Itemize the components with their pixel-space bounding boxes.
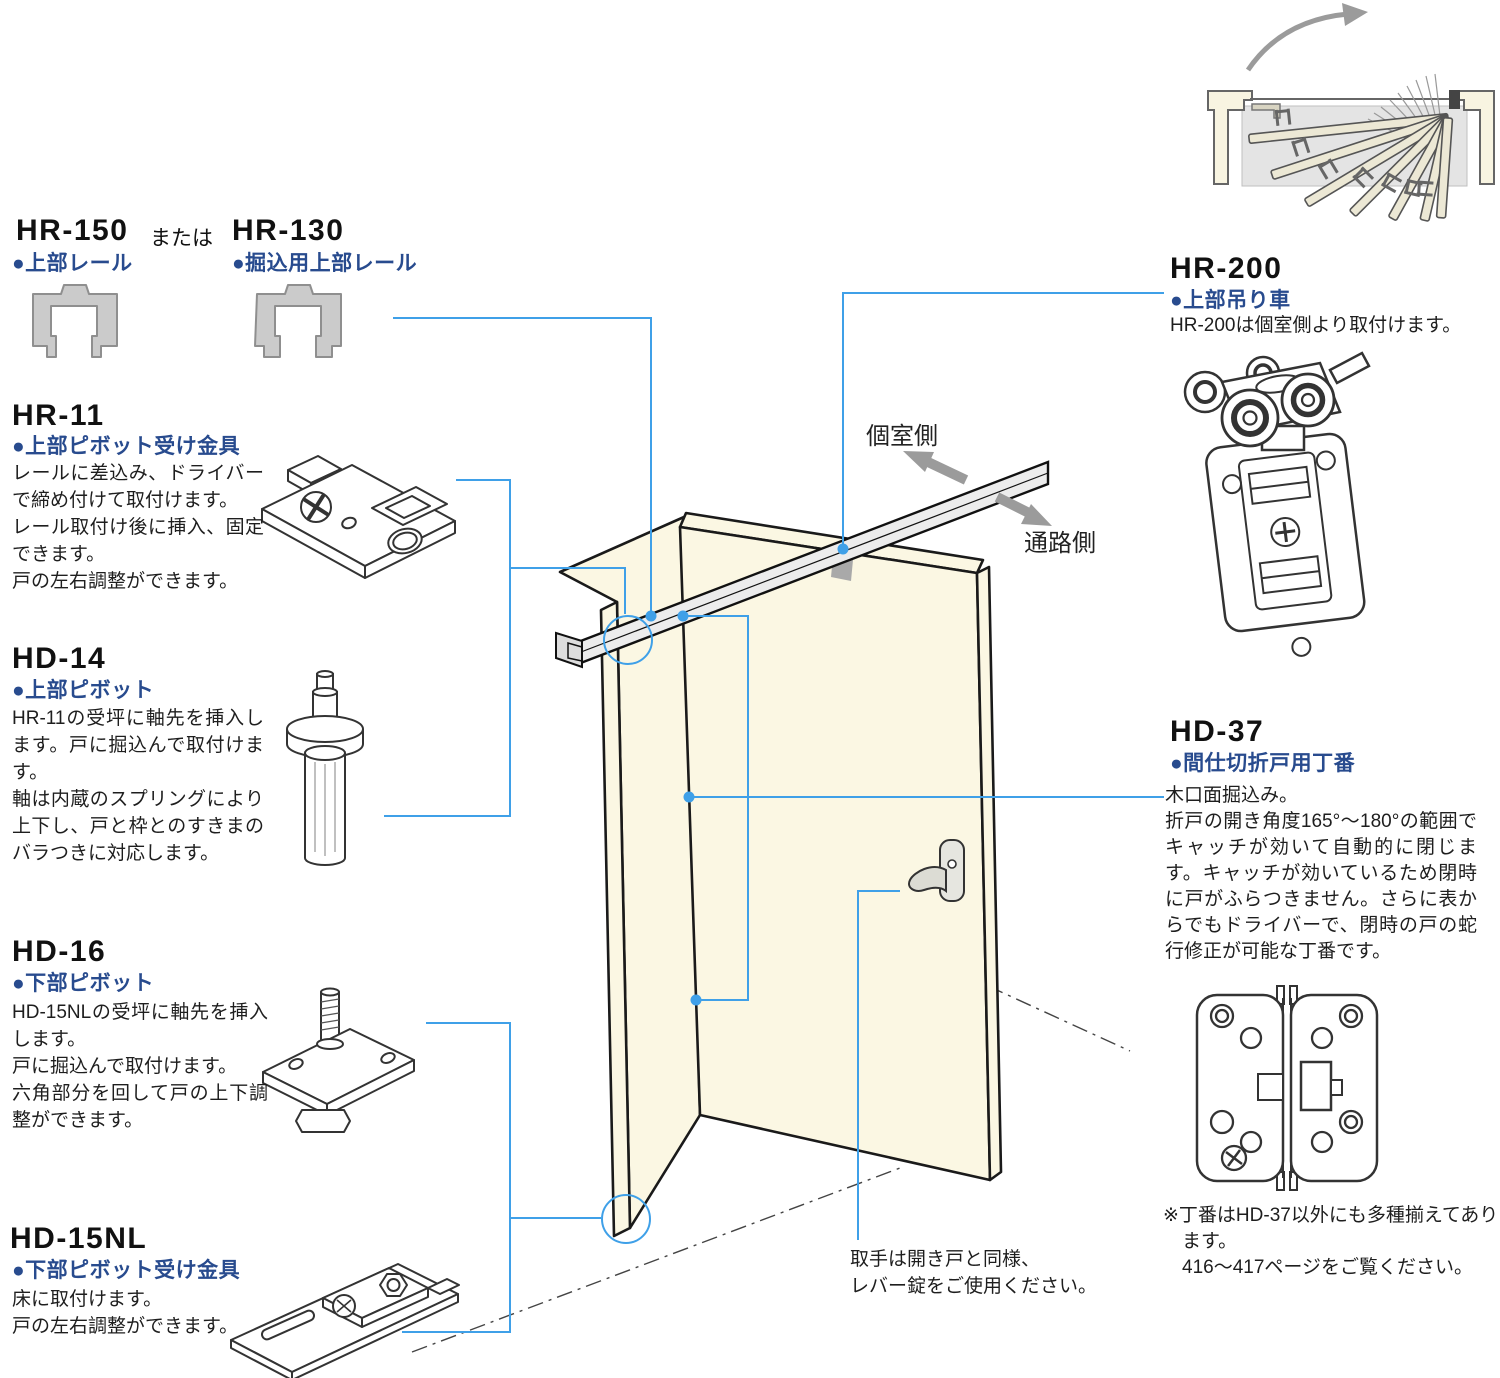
lever-handle xyxy=(908,839,965,902)
part-subtitle-hr200: ●上部吊り車 xyxy=(1170,289,1291,312)
room-side-arrow xyxy=(903,451,969,485)
callout-hr11-hd14 xyxy=(384,479,626,817)
center-lines xyxy=(411,985,1131,1353)
callout-rail-option xyxy=(393,317,652,612)
part-code-hr150: HR-150 xyxy=(16,214,129,247)
part-code-hd15nl: HD-15NL xyxy=(10,1222,148,1255)
part-subtitle-hd14: ●上部ピボット xyxy=(12,679,155,702)
handle-note: 取手は開き戸と同様、 レバー錠をご使用ください。 xyxy=(850,1249,1098,1297)
part-code-hd16: HD-16 xyxy=(12,935,107,968)
part-subtitle-hd37: ●間仕切折戸用丁番 xyxy=(1170,752,1356,775)
corridor-side-label: 通路側 xyxy=(1024,530,1096,557)
callout-hr200 xyxy=(842,292,1164,544)
left-panel-face xyxy=(558,515,702,1230)
left-panel-edge xyxy=(599,600,632,1238)
part-description-hd16: HD-15NLの受坪に軸先を挿入します。 戸に掘込んで取付けます。 六角部分を回… xyxy=(12,1002,268,1131)
part-description-hd15nl: 床に取付けます。 戸の左右調整ができます。 xyxy=(12,1289,239,1337)
hr-200-illustration xyxy=(1183,351,1371,657)
part-code-hr11: HR-11 xyxy=(12,399,105,432)
hd-16-illustration xyxy=(262,987,415,1133)
callout-lines xyxy=(384,292,1164,1333)
part-subtitle-hd15nl: ●下部ピボット受け金具 xyxy=(12,1259,241,1282)
callout-hd16-hd15nl xyxy=(402,1022,601,1333)
part-code-hr200: HR-200 xyxy=(1170,252,1283,285)
room-side-label: 個室側 xyxy=(866,423,938,450)
part-code-hd14: HD-14 xyxy=(12,642,107,675)
door-assembly xyxy=(411,451,1131,1353)
part-subtitle-hr11: ●上部ピボット受け金具 xyxy=(12,435,241,458)
hd-14-illustration xyxy=(286,670,364,866)
part-description-hd37: 木口面掘込み。 折戸の開き角度165°〜180°の範囲でキャッチが効いて自動的に… xyxy=(1165,785,1477,962)
main-panel-right-edge xyxy=(975,565,1003,1182)
part-description-hr200: HR-200は個室側より取付けます。 xyxy=(1170,315,1462,336)
callout-hd37 xyxy=(683,615,1164,1001)
rail-cross-section-hr150 xyxy=(32,284,118,358)
part-code-hd37: HD-37 xyxy=(1170,715,1265,748)
footnote: ※丁番はHD-37以外にも多種揃えてあります。 416〜417ページをご覧くださ… xyxy=(1163,1205,1499,1278)
door-panel-fan xyxy=(1248,108,1454,222)
callout-dots xyxy=(645,543,849,1006)
detail-circle-bottom xyxy=(601,1194,651,1244)
rail-cross-section-hr130 xyxy=(254,284,342,358)
part-subtitle-hd16: ●下部ピボット xyxy=(12,972,155,995)
part-subtitle-hr150: ●上部レール xyxy=(12,252,133,275)
hd-37-illustration xyxy=(1195,985,1379,1191)
part-description-hd14: HR-11の受坪に軸先を挿入します。戸に掘込んで取付けます。 軸は内蔵のスプリン… xyxy=(12,708,264,864)
hr-11-illustration xyxy=(261,455,456,579)
callout-handle xyxy=(857,890,900,1240)
detail-circle-top xyxy=(603,615,653,665)
or-label: または xyxy=(150,227,213,250)
direction-arrows xyxy=(903,451,1052,526)
part-code-hr130: HR-130 xyxy=(232,214,345,247)
swing-arrow-head xyxy=(1342,3,1368,26)
corridor-side-arrow xyxy=(994,492,1052,526)
pivot-nub xyxy=(1449,90,1460,109)
swing-arrow-arc xyxy=(1245,11,1349,72)
panel-hooks xyxy=(1274,108,1434,198)
part-description-hr11: レールに差込み、ドライバーで締め付けて取付けます。 レール取付け後に挿入、固定で… xyxy=(12,463,264,592)
door-panels xyxy=(558,511,1003,1238)
top-rail xyxy=(555,460,1050,669)
jamb-bracket xyxy=(1251,103,1281,119)
folding-sequence-illustration xyxy=(1207,3,1495,222)
part-subtitle-hr130: ●掘込用上部レール xyxy=(232,252,418,275)
hd-15nl-illustration xyxy=(230,1263,460,1378)
